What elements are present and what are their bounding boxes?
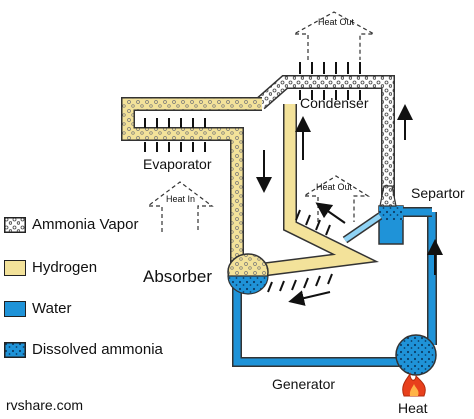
generator-vessel xyxy=(395,334,437,376)
legend-label: Dissolved ammonia xyxy=(32,341,163,358)
dissolved-ammonia-swatch xyxy=(4,341,26,358)
heat-out-mid-arrow xyxy=(301,175,371,222)
ammonia-vapor-path xyxy=(255,75,397,207)
heat-out-top-arrow xyxy=(293,11,375,60)
legend-label: Water xyxy=(32,300,72,317)
legend-label: Ammonia Vapor xyxy=(32,216,139,233)
separator-label: Separtor xyxy=(411,185,465,201)
legend-item-dissolved-ammonia: Dissolved ammonia xyxy=(4,341,163,358)
absorber-fins xyxy=(267,209,333,293)
hydrogen-swatch xyxy=(4,259,26,276)
evaporator-fins xyxy=(144,118,206,152)
heat-in-label: Heat In xyxy=(166,194,196,204)
heat-in-arrow xyxy=(146,181,214,232)
hydrogen-path xyxy=(121,97,383,295)
legend-item-water: Water xyxy=(4,300,71,317)
heat-out-top-label: Heat Out xyxy=(318,17,355,27)
heat-flame-icon xyxy=(402,372,426,397)
heat-out-mid-label: Heat Out xyxy=(316,182,353,192)
water-swatch xyxy=(4,300,26,317)
evaporator-label: Evaporator xyxy=(143,156,212,172)
heat-label: Heat xyxy=(398,400,428,416)
legend-item-hydrogen: Hydrogen xyxy=(4,259,97,276)
generator-label: Generator xyxy=(272,376,336,392)
condenser-fins xyxy=(299,62,361,100)
ammonia-vapor-swatch xyxy=(4,216,26,233)
condenser-label: Condenser xyxy=(300,95,369,111)
legend-label: Hydrogen xyxy=(32,259,98,276)
flow-arrows xyxy=(256,104,443,306)
water-loop xyxy=(232,205,437,367)
watermark: rvshare.com xyxy=(6,397,84,413)
legend-item-ammonia-vapor: Ammonia Vapor xyxy=(4,216,138,233)
absorber-label: Absorber xyxy=(143,267,212,286)
